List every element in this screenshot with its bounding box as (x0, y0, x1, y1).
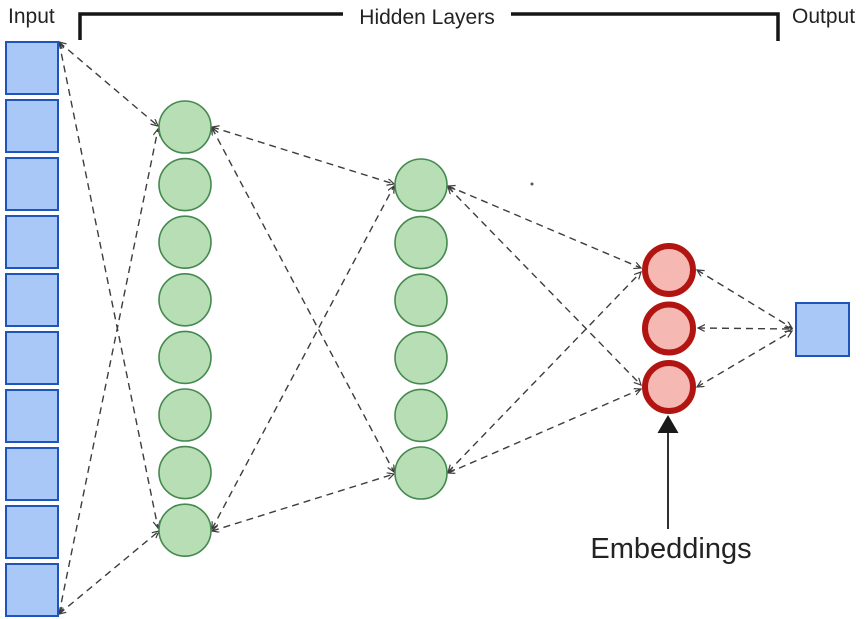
input-layer-node-10 (5, 563, 59, 617)
hidden-layer-1-node-2 (158, 157, 212, 212)
hidden-layer-2-node-3 (394, 273, 448, 328)
embedding-layer-node-3 (642, 360, 696, 414)
connector-hidden1-top-to-hidden2-top (212, 127, 394, 184)
stray-mark (530, 182, 534, 186)
hidden-layer-2-node-5 (394, 388, 448, 443)
output-label: Output (792, 5, 855, 28)
connector-hidden2-top-to-embedding-top (448, 186, 641, 268)
connector-hidden2-top-to-embedding-bottom (448, 187, 641, 385)
input-layer-node-9 (5, 505, 59, 559)
hidden-layer-1-node-6 (158, 388, 212, 442)
output-layer-node-1 (795, 302, 850, 357)
embeddings-label: Embeddings (590, 533, 751, 565)
input-layer-node-4 (5, 215, 59, 269)
bracket-label-mask (343, 1, 511, 29)
connector-input-bottom-to-hidden1-bottom (59, 531, 159, 614)
connector-embedding-middle-to-output (698, 328, 792, 329)
connector-hidden1-top-to-hidden2-bottom (212, 128, 394, 472)
connections-layer (59, 42, 792, 614)
connector-hidden2-bottom-to-embedding-top (448, 272, 641, 472)
hidden-layer-2-node-6 (394, 446, 448, 500)
input-layer-node-2 (5, 99, 59, 153)
embedding-layer-node-2 (642, 301, 696, 356)
connector-input-top-to-hidden1-bottom (59, 42, 158, 528)
hidden-layer-1-node-3 (158, 215, 212, 269)
hidden-layer-1-node-5 (158, 330, 212, 385)
connector-embedding-bottom-to-output (697, 331, 792, 387)
hidden-layer-2-node-1 (394, 158, 448, 212)
hidden-layer-1-node-1 (158, 100, 212, 154)
hidden-layer-1-node-4 (158, 272, 212, 327)
input-label: Input (8, 5, 55, 28)
embedding-layer-node-1 (642, 243, 696, 297)
nodes-layer (5, 41, 850, 617)
connector-hidden2-bottom-to-embedding-bottom (448, 389, 641, 473)
connector-embedding-top-to-output (697, 270, 792, 328)
hidden-layer-2-node-4 (394, 330, 448, 385)
hidden-layer-2-node-2 (394, 215, 448, 270)
connector-hidden1-bottom-to-hidden2-top (212, 186, 394, 529)
input-layer-node-3 (5, 157, 59, 211)
input-layer-node-7 (5, 389, 59, 443)
connector-input-bottom-to-hidden1-top (59, 129, 158, 614)
hidden-layer-1-node-7 (158, 445, 212, 500)
arrow-up-icon (657, 415, 679, 433)
hidden-layers-label: Hidden Layers (359, 6, 494, 29)
input-layer-node-6 (5, 331, 59, 385)
connector-hidden1-bottom-to-hidden2-bottom (212, 474, 394, 531)
hidden-layer-1-node-8 (158, 503, 212, 558)
input-layer-node-5 (5, 273, 59, 327)
input-layer-node-8 (5, 447, 59, 501)
input-layer-node-1 (5, 41, 59, 95)
